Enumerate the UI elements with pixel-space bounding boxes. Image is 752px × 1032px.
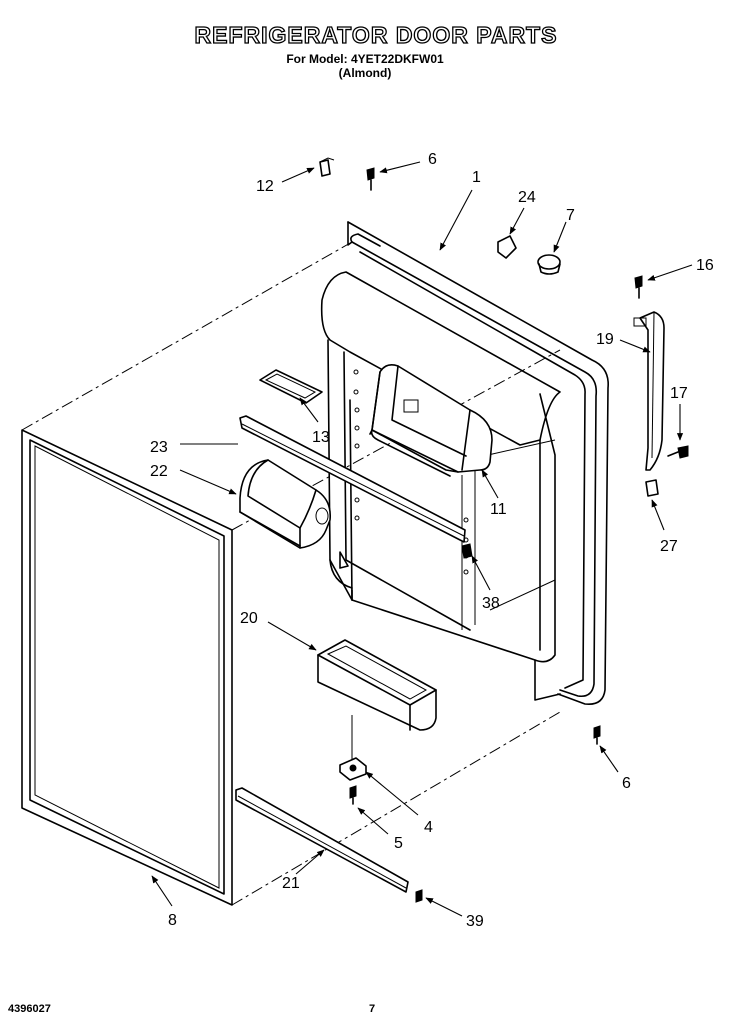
- callout-27: 27: [660, 538, 678, 555]
- callout-21: 21: [282, 875, 300, 892]
- lower-door-bin: [317, 639, 437, 731]
- callout-6-bottom: 6: [622, 775, 631, 792]
- callout-19: 19: [596, 331, 614, 348]
- callout-22: 22: [150, 463, 168, 480]
- callout-11: 11: [490, 501, 507, 518]
- callout-6-top: 6: [428, 151, 437, 168]
- callout-38: 38: [482, 595, 500, 612]
- bin-rail: [239, 415, 466, 543]
- model-info: For Model: 4YET22DKFW01 (Almond): [0, 52, 730, 80]
- door-gasket: [21, 429, 233, 906]
- door-stop: [497, 235, 517, 259]
- model-line: For Model: 4YET22DKFW01: [286, 52, 444, 66]
- callout-8: 8: [168, 912, 177, 929]
- callout-5: 5: [394, 835, 403, 852]
- callout-4: 4: [424, 819, 433, 836]
- callout-12: 12: [256, 178, 274, 195]
- covered-bin: [239, 459, 332, 549]
- door-handle: [633, 311, 665, 471]
- page-number: 7: [369, 1003, 376, 1015]
- retainer-clip: [259, 369, 323, 404]
- color-line: (Almond): [338, 66, 392, 80]
- leader-lines: [151, 161, 693, 917]
- assembly-guide-lines: [21, 241, 561, 906]
- bottom-rail: [235, 787, 409, 893]
- callout-24: 24: [518, 189, 536, 206]
- callout-7: 7: [566, 207, 575, 224]
- screws: [349, 167, 689, 903]
- plug-button: [537, 254, 561, 275]
- inner-door-liner: [320, 221, 609, 706]
- callout-39: 39: [466, 913, 484, 930]
- callout-13: 13: [312, 429, 330, 446]
- callout-1: 1: [472, 169, 481, 186]
- hinge-bracket: [339, 757, 367, 781]
- page-title: REFRIGERATOR DOOR PARTS: [194, 21, 558, 48]
- callout-17: 17: [670, 385, 688, 402]
- callout-16: 16: [696, 257, 714, 274]
- upper-door-bin: [369, 364, 493, 477]
- callout-labels: 12 6 1 24 7 16 19 17 27 13 23 22 11 38 2…: [150, 151, 714, 930]
- callout-20: 20: [240, 610, 258, 627]
- plug: [319, 157, 335, 177]
- handle-end-cap: [645, 479, 659, 497]
- document-number: 4396027: [8, 1003, 51, 1015]
- callout-23: 23: [150, 439, 168, 456]
